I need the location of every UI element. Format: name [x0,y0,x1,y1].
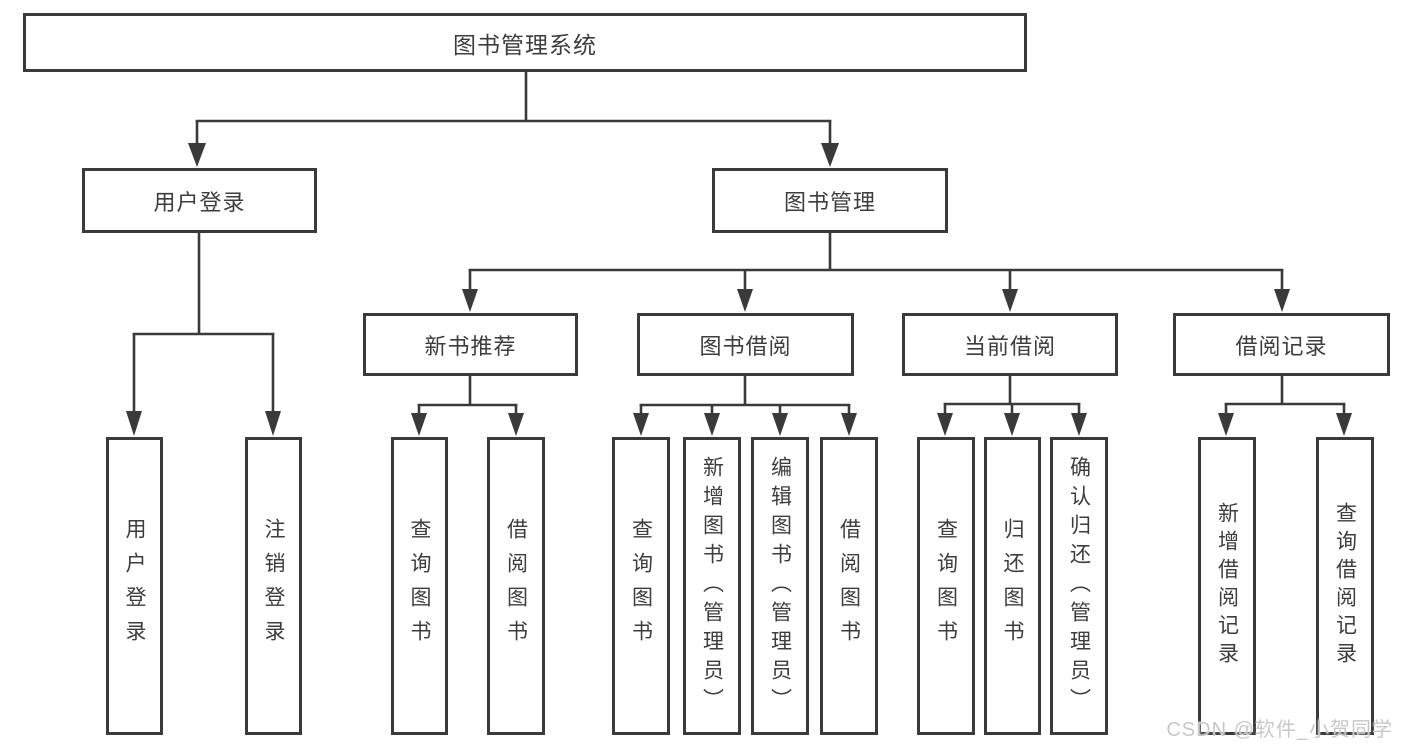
node-label: 借阅记录 [1235,333,1328,359]
connector-current-borrow [937,376,1087,436]
leaf-label: 归还图书 [1001,518,1024,654]
node-borrow-record: 借阅记录 [1173,313,1390,376]
connector-new-book-rec [411,376,524,436]
leaf-add-borrow-record: 新增借阅记录 [1198,437,1256,735]
leaf-label: 借阅图书 [504,518,528,654]
connector-book-borrow [633,376,857,436]
arrowhead [1274,289,1290,312]
leaf-label: 查询借阅记录 [1333,502,1357,670]
leaf-query-book: 查询图书 [917,437,975,735]
arrowhead [462,289,478,312]
leaf-label: 借阅图书 [837,518,861,654]
arrowhead [265,411,281,436]
arrowhead [737,289,753,312]
arrowhead [1071,413,1087,436]
node-label: 当前借阅 [963,333,1056,359]
leaf-label: 查询图书 [408,518,431,654]
leaf-confirm-return-admin: 确认归还（管理员） [1050,437,1108,735]
arrowhead [937,413,953,436]
connector-user-login [126,233,281,436]
arrowhead [188,143,206,167]
connector-book-mgmt [462,233,1290,312]
leaf-query-book: 查询图书 [612,437,670,735]
leaf-query-book: 查询图书 [391,437,448,735]
connector-borrow-record [1218,376,1352,436]
leaf-borrow-book: 借阅图书 [820,437,878,735]
arrowhead [1004,413,1020,436]
node-new-book-recommend: 新书推荐 [363,313,578,376]
leaf-add-book-admin: 新增图书（管理员） [683,437,741,735]
leaf-return-book: 归还图书 [984,437,1041,735]
leaf-label: 确认归还（管理员） [1067,455,1091,717]
arrowhead [1336,413,1352,436]
node-label: 图书借阅 [699,333,792,359]
leaf-label: 新增图书（管理员） [700,455,724,717]
leaf-query-borrow-record: 查询借阅记录 [1316,437,1374,735]
node-book-borrow: 图书借阅 [637,313,854,376]
arrowhead [1218,413,1234,436]
arrowhead [841,413,857,436]
leaf-label: 编辑图书（管理员） [768,455,792,717]
leaf-borrow-book: 借阅图书 [487,437,545,735]
arrowhead [1002,289,1018,312]
leaf-label: 注销登录 [262,518,285,654]
leaf-label: 用户登录 [123,518,146,654]
connector-root [188,71,839,167]
arrowhead [126,411,142,436]
arrowhead [411,413,427,436]
leaf-logout-login: 注销登录 [245,437,302,735]
leaf-label: 查询图书 [934,518,958,654]
arrowhead [772,413,788,436]
leaf-label: 查询图书 [629,518,653,654]
node-label: 用户登录 [153,189,246,215]
node-user-login: 用户登录 [82,168,317,233]
node-label: 新书推荐 [424,333,517,359]
arrowhead [508,413,524,436]
leaf-edit-book-admin: 编辑图书（管理员） [751,437,809,735]
node-label: 图书管理系统 [453,31,597,58]
leaf-label: 新增借阅记录 [1215,502,1239,670]
node-book-mgmt: 图书管理 [712,168,948,233]
node-root: 图书管理系统 [23,13,1027,72]
node-label: 图书管理 [783,189,876,215]
csdn-watermark: CSDN @软件_小贺同学 [1166,719,1393,741]
arrowhead [821,143,839,167]
leaf-user-login: 用户登录 [106,437,163,735]
arrowhead [704,413,720,436]
node-current-borrow: 当前借阅 [902,313,1118,376]
arrowhead [633,413,649,436]
